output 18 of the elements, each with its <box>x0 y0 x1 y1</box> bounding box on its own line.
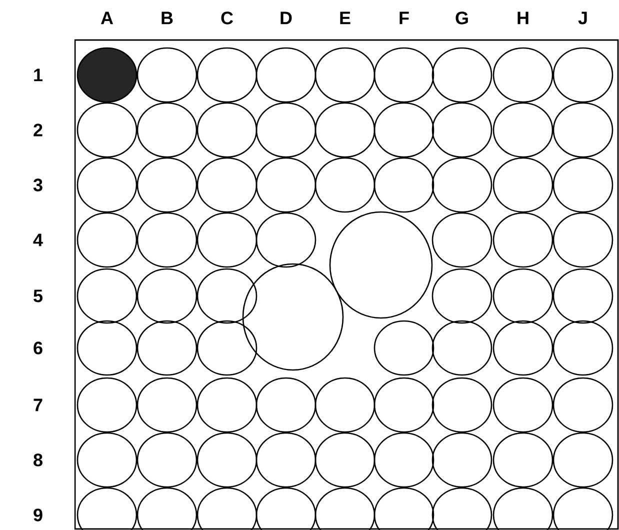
row-label: 3 <box>33 178 42 192</box>
row-label: 6 <box>34 342 42 354</box>
row-label: 5 <box>34 290 43 302</box>
row-label: 4 <box>33 234 43 246</box>
column-label: A <box>100 12 114 24</box>
row-label: 7 <box>34 398 42 412</box>
column-label: E <box>340 12 350 24</box>
row-label: 8 <box>34 454 42 466</box>
column-label: G <box>456 12 468 24</box>
column-label: C <box>221 12 234 24</box>
column-label: H <box>518 12 528 24</box>
column-label: J <box>578 12 587 24</box>
column-label: B <box>162 12 173 24</box>
column-label: D <box>280 12 292 24</box>
row-label: 2 <box>34 124 42 136</box>
row-label: 1 <box>34 68 43 82</box>
row-label: 9 <box>34 508 42 522</box>
column-label: F <box>400 12 409 24</box>
